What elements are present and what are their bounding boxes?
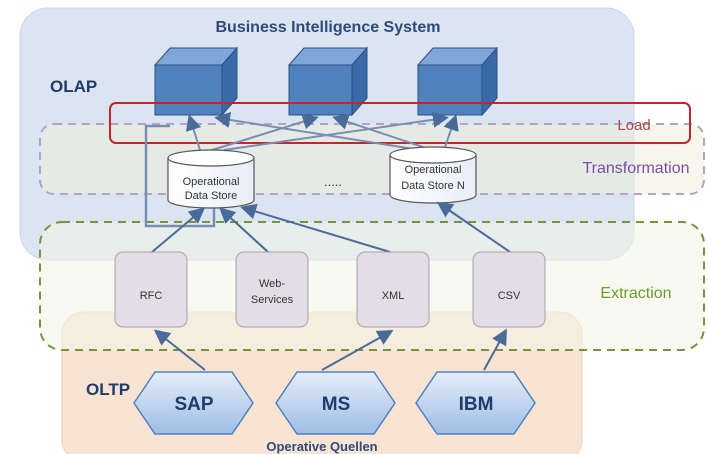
load-arrows (185, 111, 459, 151)
extractor-csv: CSV (472, 251, 546, 328)
operational-data-store-n: Operational Data Store N (389, 146, 477, 204)
source-sap-label: SAP (174, 394, 213, 415)
transformation-band (39, 123, 705, 195)
extractor-rfc-line1: RFC (140, 290, 163, 302)
operative-sources-label: Operative Quellen (266, 439, 377, 454)
source-ibm-label: IBM (459, 394, 494, 415)
source-ms: MS (275, 371, 396, 435)
extractor-csv-line1: CSV (498, 290, 521, 302)
olap-label: OLAP (50, 77, 97, 96)
operational-data-store-1: Operational Data Store (167, 149, 255, 209)
olap-cube-2 (287, 46, 369, 117)
extractor-rfc: RFC (114, 251, 188, 328)
source-sap: SAP (133, 371, 254, 435)
data-store-n-line1: Operational (405, 164, 462, 176)
source-ibm: IBM (415, 371, 536, 435)
feedback-loop (144, 124, 216, 228)
data-store-ellipsis: ..... (324, 174, 342, 189)
extractor-web-services: Web- Services (235, 251, 309, 328)
bi-system-title: Business Intelligence System (216, 19, 441, 36)
load-label: Load (617, 117, 650, 134)
extractor-xml: XML (356, 251, 430, 328)
extractor-xml-line1: XML (382, 290, 405, 302)
extraction-arrows (151, 201, 511, 253)
load-box (109, 102, 691, 144)
data-store-1-line2: Data Store (185, 190, 238, 202)
data-store-n-line2: Data Store N (401, 180, 465, 192)
source-arrows (153, 328, 507, 371)
extractor-web-services-line2: Services (251, 294, 294, 306)
oltp-label: OLTP (86, 380, 130, 399)
olap-cube-3 (416, 46, 499, 117)
extraction-label: Extraction (600, 285, 671, 302)
transformation-label: Transformation (583, 160, 690, 177)
olap-cube-1 (153, 46, 239, 117)
data-store-1-line1: Operational (183, 176, 240, 188)
extractor-web-services-line1: Web- (259, 278, 285, 290)
source-ms-label: MS (322, 394, 351, 415)
